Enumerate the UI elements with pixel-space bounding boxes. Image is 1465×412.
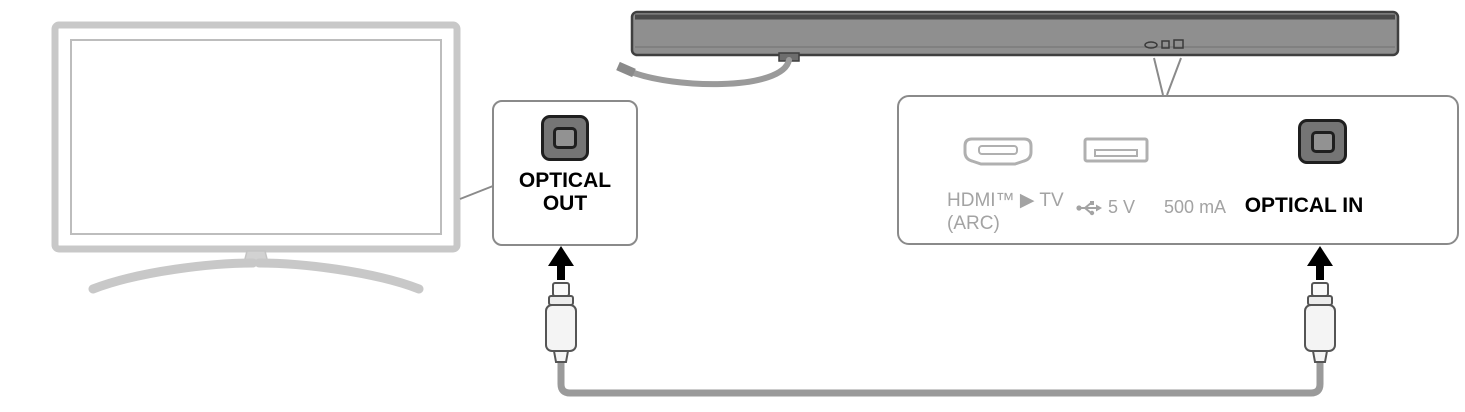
tv-callout-pointer-line [459, 185, 494, 200]
soundbar-callout-pointer-lines [1153, 57, 1182, 96]
optical-in-label: OPTICAL IN [1244, 194, 1364, 217]
hdmi-port-icon [963, 137, 1033, 166]
power-cable-end [616, 61, 636, 78]
hdmi-label-line2: (ARC) [947, 213, 1000, 234]
usb-voltage-label: 5 V [1108, 197, 1136, 217]
usb-current-label: 500 mA [1164, 197, 1227, 217]
optical-out-callout: OPTICAL OUT [492, 100, 638, 246]
optical-cable-plug-right [1304, 245, 1336, 363]
optical-out-label-line1: OPTICAL [518, 169, 612, 192]
optical-in-port-icon [1298, 119, 1347, 164]
hdmi-label-line1: HDMI™ ▶ TV [947, 190, 1064, 211]
optical-port-icon [541, 115, 589, 161]
optical-cable [557, 362, 1324, 397]
optical-cable-plug-left [545, 245, 577, 363]
usb-label: 5 V 500 mA [1076, 197, 1226, 218]
optical-port-inner [553, 127, 577, 149]
usb-port-icon [1083, 137, 1149, 163]
soundbar-illustration [616, 10, 1400, 96]
optical-out-label: OPTICAL OUT [519, 169, 611, 215]
hdmi-label: HDMI™ ▶ TV (ARC) [947, 189, 1064, 235]
optical-out-label-line2: OUT [542, 192, 588, 215]
soundbar-rear-callout: HDMI™ ▶ TV (ARC) 5 V 500 mA O [897, 95, 1459, 245]
tv-stand-left-foot [88, 258, 258, 294]
optical-in-port-inner [1310, 130, 1335, 153]
tv-stand-right-foot [254, 258, 424, 294]
tv-illustration [51, 21, 461, 294]
soundbar-rear-ports [1144, 39, 1184, 49]
power-cable [631, 57, 792, 88]
usb-trident-icon [1076, 200, 1102, 215]
